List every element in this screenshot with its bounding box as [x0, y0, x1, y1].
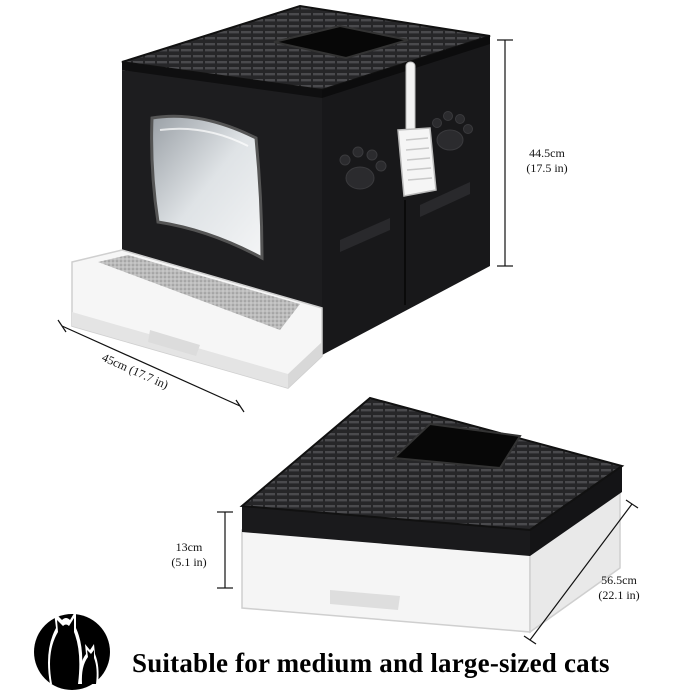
- front-window: [150, 114, 264, 261]
- paw-print-icon: [339, 146, 387, 190]
- top-entry-hole: [273, 24, 409, 60]
- length-metric: 56.5cm: [601, 573, 637, 587]
- folded-entry-hole: [391, 422, 522, 470]
- height-closed-label: 44.5cm (17.5 in): [512, 146, 582, 176]
- height-closed-metric: 44.5cm: [529, 146, 565, 160]
- litter-box-folded: [239, 396, 625, 634]
- litter-scoop-icon: [397, 61, 437, 197]
- caption-text: Suitable for medium and large-sized cats: [132, 648, 610, 678]
- height-closed-imperial: (17.5 in): [526, 161, 568, 175]
- paw-print-icon: [432, 111, 473, 151]
- length-imperial: (22.1 in): [598, 588, 640, 602]
- cat-silhouette-icon: [34, 610, 110, 690]
- litter-box-closed: [71, 4, 491, 389]
- height-folded-imperial: (5.1 in): [171, 555, 207, 569]
- height-folded-label: 13cm (5.1 in): [154, 540, 224, 570]
- dimension-lines: [57, 39, 639, 645]
- height-folded-metric: 13cm: [175, 540, 203, 554]
- length-label: 56.5cm (22.1 in): [584, 573, 654, 603]
- folded-lid-grate: [239, 396, 625, 532]
- pull-out-tray: [71, 249, 323, 389]
